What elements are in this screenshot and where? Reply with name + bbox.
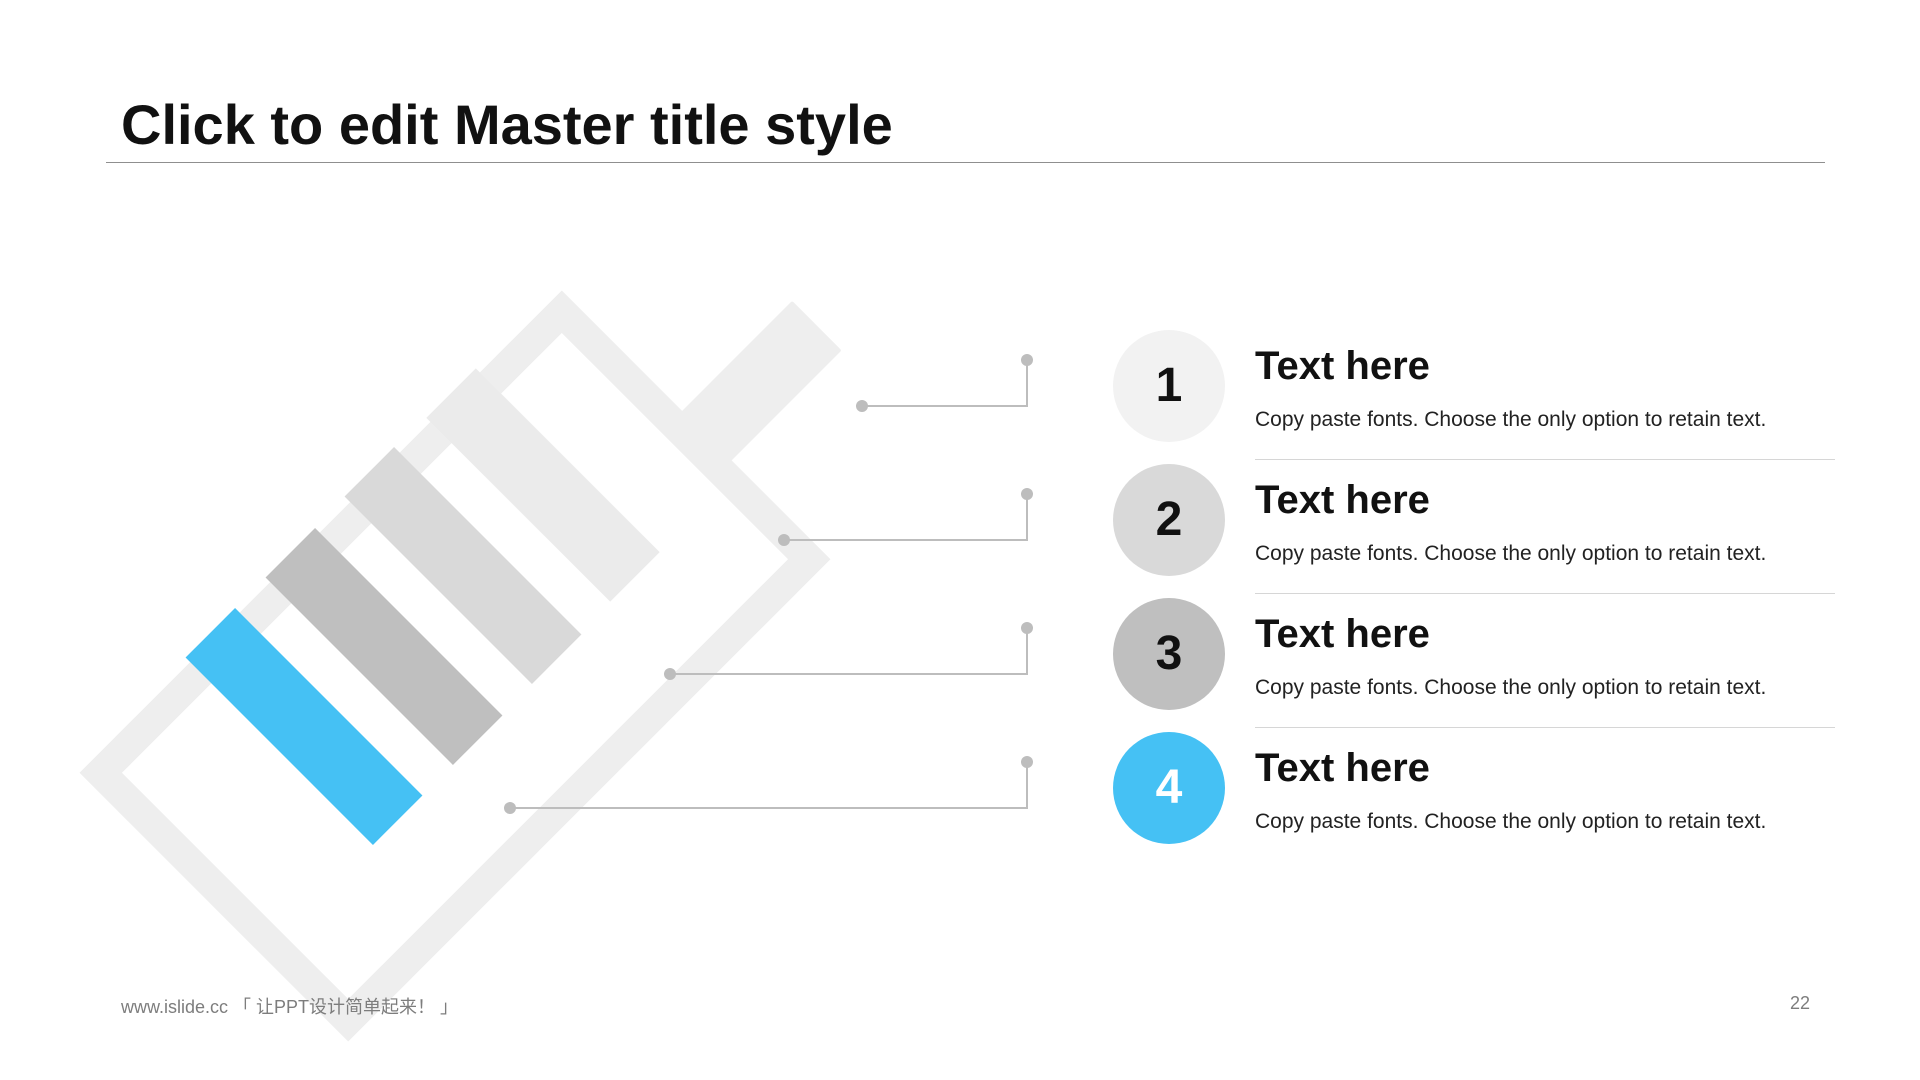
- battery-terminal: [669, 301, 841, 474]
- step-number-2: 2: [1155, 493, 1183, 546]
- item-title-1[interactable]: Text here: [1255, 344, 1430, 388]
- step-number-1: 1: [1155, 359, 1183, 412]
- item-title-3[interactable]: Text here: [1255, 612, 1430, 656]
- item-title-4[interactable]: Text here: [1255, 746, 1430, 790]
- item-description-4[interactable]: Copy paste fonts. Choose the only option…: [1255, 810, 1767, 833]
- connector-2-start-dot: [778, 534, 790, 546]
- item-divider-3: [1255, 727, 1835, 728]
- footer-text: www.islide.cc 「 让PPT设计简单起来！ 」: [121, 997, 459, 1017]
- battery-bar-mid: [344, 447, 582, 684]
- connector-lines: [504, 354, 1033, 814]
- page-title[interactable]: Click to edit Master title style: [121, 93, 893, 156]
- battery-body: [79, 290, 831, 1042]
- step-number-circle-3: 3: [1113, 598, 1225, 710]
- item-divider-2: [1255, 593, 1835, 594]
- battery-bar-dark: [265, 528, 503, 765]
- battery-bar-accent: [185, 608, 423, 845]
- connector-4: [510, 762, 1028, 809]
- item-description-1[interactable]: Copy paste fonts. Choose the only option…: [1255, 408, 1767, 431]
- step-number-circle-1: 1: [1113, 330, 1225, 442]
- step-number-3: 3: [1155, 627, 1183, 680]
- connector-3-end-dot: [1021, 622, 1033, 634]
- connector-2-end-dot: [1021, 488, 1033, 500]
- battery-icon: [79, 290, 841, 1042]
- connector-1-end-dot: [1021, 354, 1033, 366]
- connector-3-start-dot: [664, 668, 676, 680]
- step-number-circle-4: 4: [1113, 732, 1225, 844]
- connector-1-start-dot: [856, 400, 868, 412]
- item-divider-1: [1255, 459, 1835, 460]
- connector-4-end-dot: [1021, 756, 1033, 768]
- item-description-2[interactable]: Copy paste fonts. Choose the only option…: [1255, 542, 1767, 565]
- page-number: 22: [1789, 993, 1810, 1013]
- connector-2: [784, 494, 1028, 541]
- connector-4-start-dot: [504, 802, 516, 814]
- connector-1: [862, 360, 1028, 407]
- step-number-circle-2: 2: [1113, 464, 1225, 576]
- title-divider: [106, 162, 1825, 163]
- connector-3: [670, 628, 1028, 675]
- item-description-3[interactable]: Copy paste fonts. Choose the only option…: [1255, 676, 1767, 699]
- battery-bar-light: [426, 368, 660, 602]
- item-title-2[interactable]: Text here: [1255, 478, 1430, 522]
- step-number-4: 4: [1155, 761, 1183, 814]
